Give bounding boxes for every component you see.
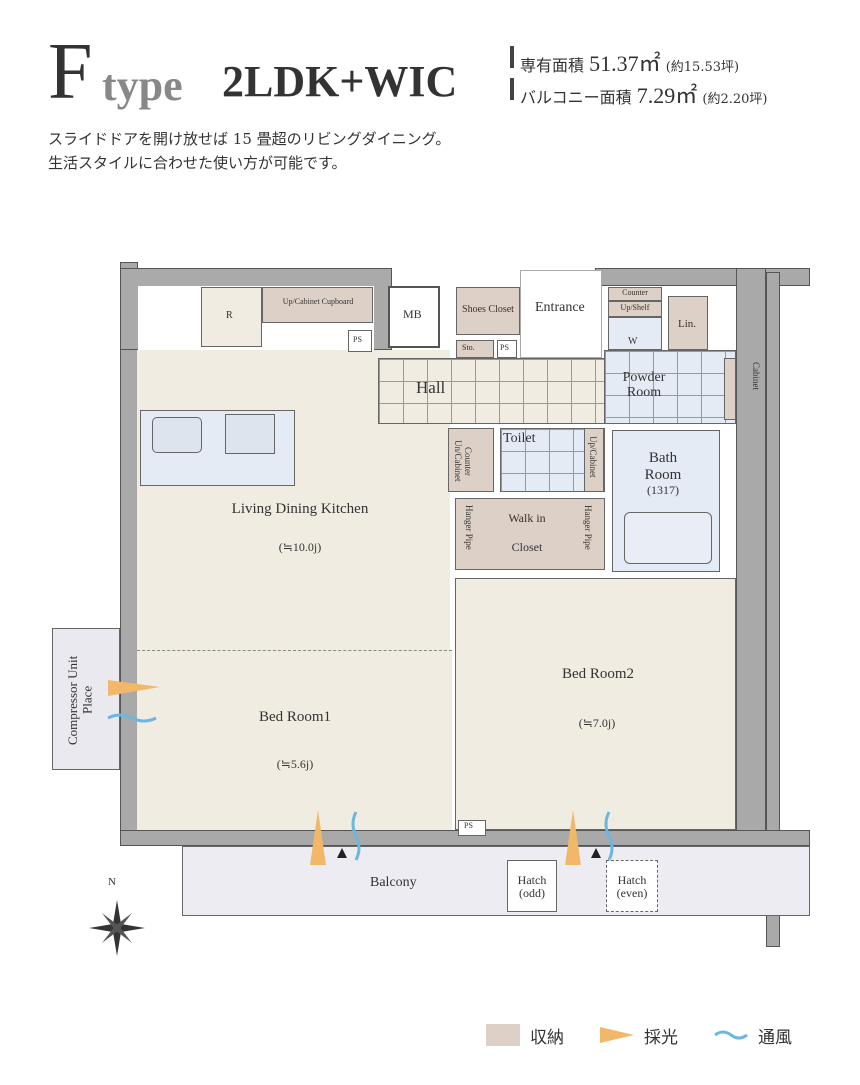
label-mb: MB: [403, 307, 422, 321]
light-icon-bottom-1: [310, 810, 326, 865]
label-w: W: [628, 336, 638, 347]
light-icon-left: [108, 680, 160, 696]
legend-wind-icon: [714, 1030, 748, 1040]
linen-closet: [668, 296, 708, 350]
up-shelf: [608, 301, 662, 317]
shoes-closet: [456, 287, 520, 335]
label-toilet-up-cabinet: Up/Cabinet: [587, 436, 598, 478]
area-row: 専有面積 51.37㎡ (約15.53坪): [510, 46, 739, 76]
description-line-1: スライドドアを開け放せば 15 畳超のリビングダイニング。: [48, 130, 451, 148]
wind-icon-bottom-1: [351, 811, 361, 861]
label-hall: Hall: [416, 378, 446, 397]
bedroom1: [137, 650, 452, 830]
label-hanger-pipe-right: Hanger Pipe: [582, 505, 593, 550]
wind-icon-left: [107, 713, 157, 723]
floor-plan: R Up/Cabinet Cupboard PS MB Shoes Closet…: [52, 262, 810, 956]
counter: [608, 287, 662, 301]
balcony-area-row: バルコニー面積 7.29㎡ (約2.20坪): [510, 78, 767, 108]
legend-light-icon: [600, 1027, 634, 1043]
light-wind-markers: [89, 680, 614, 956]
label-bath-room: Bath Room: [644, 450, 682, 483]
mb-box: [388, 286, 440, 348]
balcony: [182, 846, 810, 916]
legend-wind-label: 通風: [758, 1027, 792, 1048]
bathtub: [624, 512, 712, 564]
type-letter: F: [48, 28, 93, 116]
wall-right-ext: [766, 272, 780, 947]
balcony-area-value: 7.29㎡: [636, 83, 698, 108]
label-ldk-size: (≒10.0j): [278, 540, 322, 554]
hatch-odd: [507, 860, 557, 912]
toilet-up-cabinet: [584, 428, 604, 492]
label-cabinet: Cabinet: [750, 362, 761, 390]
label-ldk: Living Dining Kitchen: [231, 501, 369, 517]
label-bedroom2: Bed Room2: [561, 666, 635, 682]
label-ps-1: PS: [353, 335, 362, 344]
label-bedroom1-size: (≒5.6j): [276, 757, 314, 771]
label-ps-2: PS: [500, 343, 509, 352]
bedroom2: [455, 578, 736, 830]
label-powder-room: Powder Room: [622, 370, 666, 401]
hatch-even: [606, 860, 658, 912]
label-r: R: [226, 310, 233, 321]
legend-storage-swatch: [486, 1024, 520, 1046]
label-bedroom1: Bed Room1: [258, 709, 332, 725]
legend: 収納 採光 通風: [486, 1022, 792, 1048]
layout-title: 2LDK+WIC: [222, 57, 458, 106]
washer-space: [608, 317, 662, 350]
compressor-unit-place: [52, 628, 120, 770]
cabinet: [724, 358, 736, 420]
entrance: [520, 270, 602, 358]
walk-in-closet: [455, 498, 605, 570]
label-bath-size: (1317): [647, 483, 679, 497]
hatch-marker-2: [591, 848, 601, 858]
area-label: 専有面積: [520, 56, 585, 75]
label-hanger-pipe-left: Hanger Pipe: [463, 505, 474, 550]
label-bedroom2-size: (≒7.0j): [578, 716, 616, 730]
balcony-area-tsubo: (約2.20坪): [702, 92, 768, 107]
label-ps-3: PS: [464, 821, 473, 830]
up-cabinet-cupboard: [262, 287, 373, 323]
label-hatch-odd: Hatch (odd): [517, 873, 547, 901]
label-wic-2: Closet: [511, 540, 543, 554]
balcony-area-label: バルコニー面積: [520, 88, 632, 107]
ps-box-2: [497, 340, 517, 358]
powder-room: [604, 350, 736, 424]
refrigerator-space: [201, 287, 262, 347]
label-hatch-even: Hatch (even): [616, 873, 648, 901]
stove: [225, 414, 275, 454]
label-up-shelf: Up/Shelf: [620, 303, 650, 312]
ps-box-3: [458, 820, 486, 836]
type-word: type: [102, 61, 183, 110]
area-tsubo: (約15.53坪): [665, 60, 740, 75]
ps-box-1: [348, 330, 372, 352]
description-line-2: 生活スタイルに合わせた使い方が可能です。: [48, 154, 347, 172]
label-entrance: Entrance: [535, 300, 585, 315]
legend-storage-label: 収納: [530, 1027, 564, 1048]
compass-icon: [89, 900, 145, 956]
label-counter: Counter: [622, 288, 648, 297]
storage-sto: [456, 340, 494, 358]
label-toilet: Toilet: [503, 431, 536, 446]
label-sto: Sto.: [462, 343, 475, 352]
hall: [378, 358, 606, 424]
label-counter-cabinet: Counter Un/Cabinet: [452, 440, 473, 482]
label-up-cabinet-cupboard: Up/Cabinet Cupboard: [282, 297, 354, 306]
area-value: 51.37㎡: [589, 51, 661, 76]
label-wic-1: Walk in: [508, 511, 546, 525]
sink: [152, 417, 202, 453]
hatch-marker-1: [337, 848, 347, 858]
wall-right: [736, 268, 766, 848]
north-label: N: [108, 876, 116, 888]
label-lin: Lin.: [678, 318, 697, 330]
label-balcony: Balcony: [370, 875, 417, 890]
label-shoes-closet: Shoes Closet: [462, 304, 514, 315]
counter-cabinet: [448, 428, 494, 492]
wind-icon-bottom-2: [604, 811, 614, 861]
legend-light-label: 採光: [644, 1027, 678, 1048]
light-icon-bottom-2: [565, 810, 581, 865]
